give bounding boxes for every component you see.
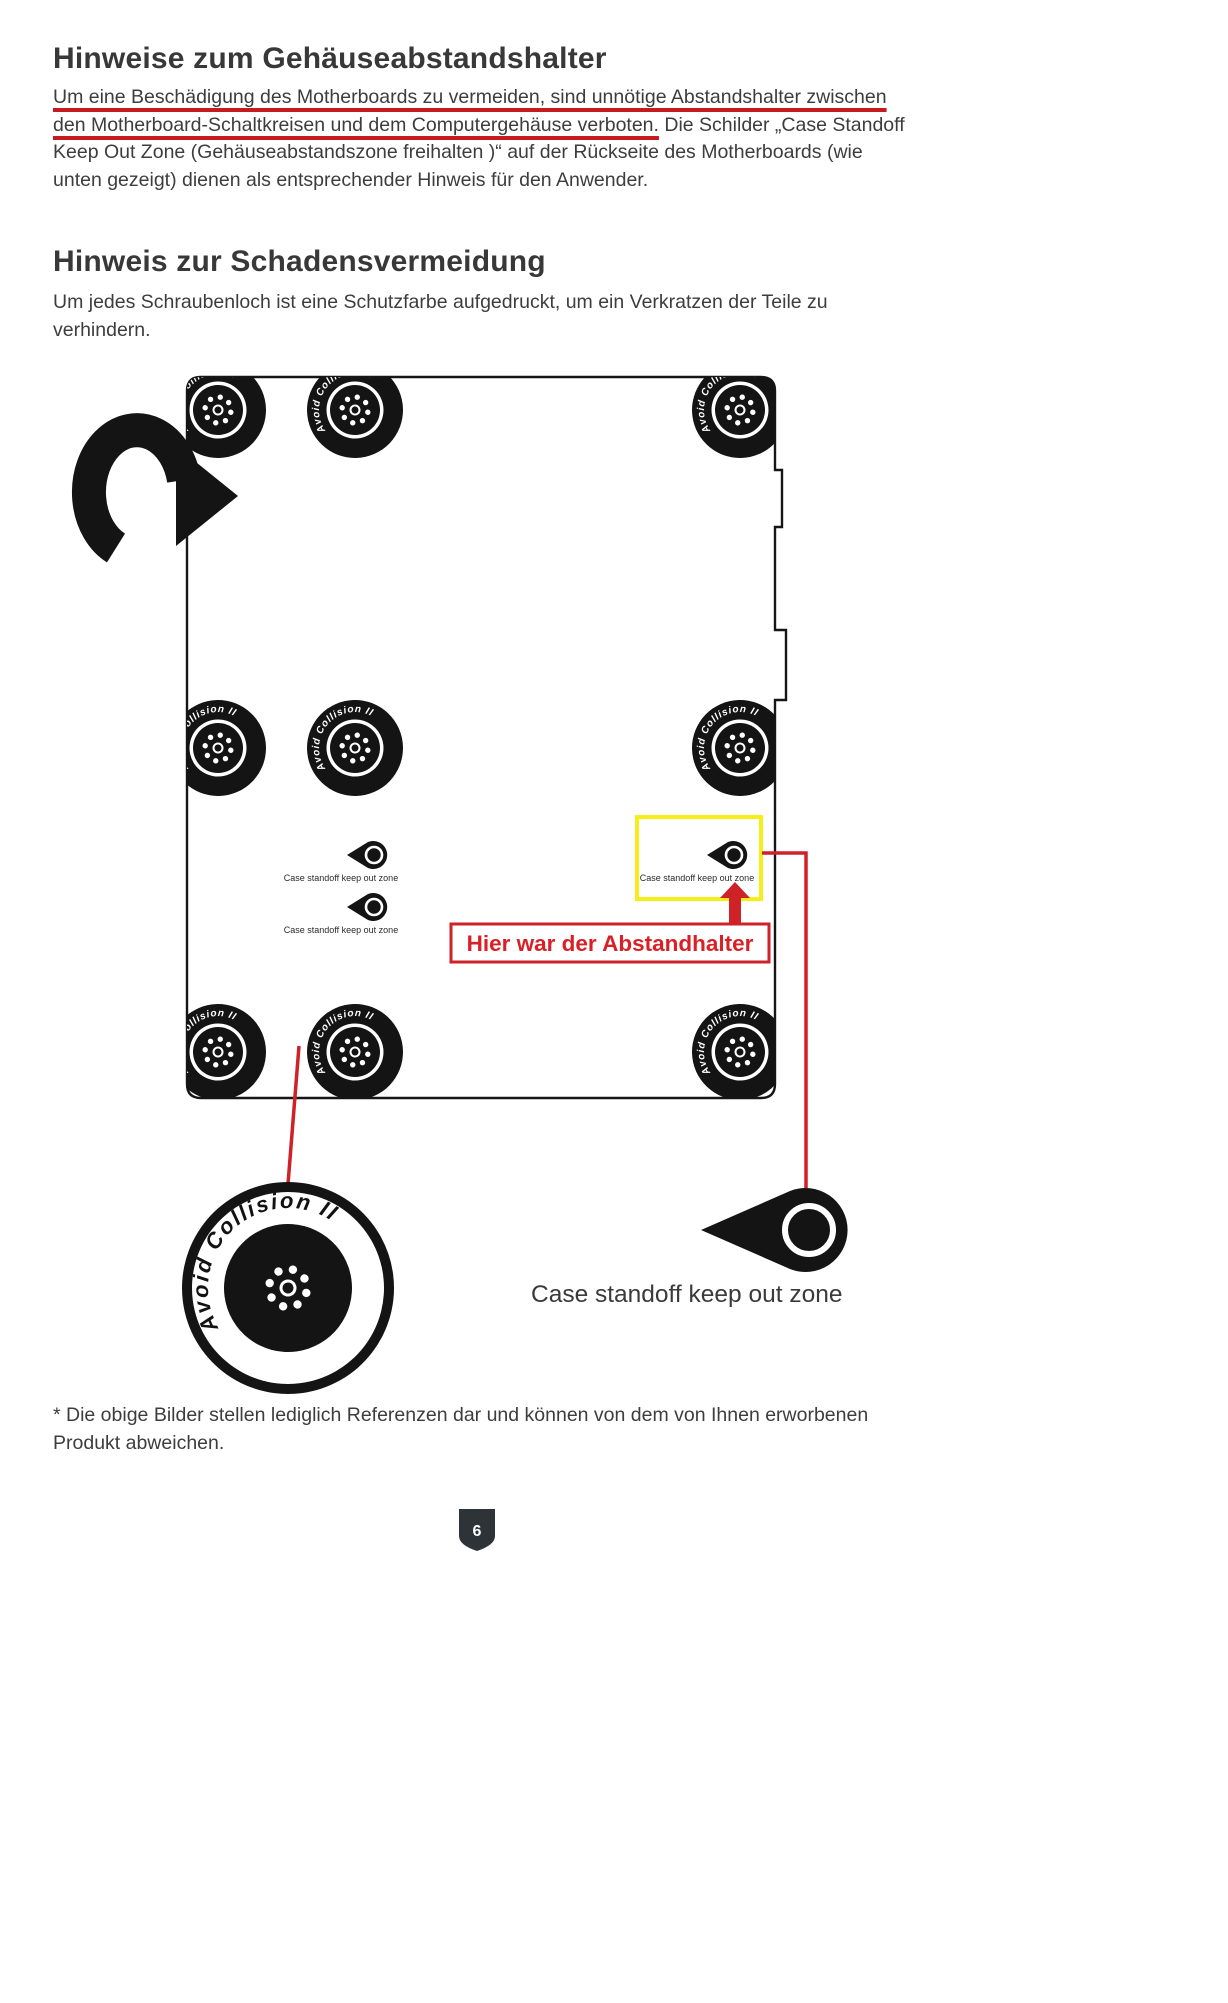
svg-text:Avoid Collision II: Avoid Collision II <box>156 690 250 775</box>
red-up-arrow <box>720 882 750 928</box>
svg-text:Avoid Collision II: Avoid Collision II <box>678 994 772 1079</box>
avoid-collision-badge: Avoid Collision II <box>156 352 286 478</box>
svg-text:Avoid Collision II: Avoid Collision II <box>156 352 250 437</box>
avoid-collision-badge: Avoid Collision II <box>156 984 286 1098</box>
avoid-collision-badge-zoom: Avoid Collision II <box>151 1157 394 1394</box>
red-connector-line <box>286 1045 301 1185</box>
avoid-collision-badge: Avoid Collision II <box>672 680 786 816</box>
keepout-label: Case standoff keep out zone <box>284 873 398 883</box>
keepout-highlight-box <box>635 815 763 901</box>
avoid-collision-badge: Avoid Collision II <box>287 680 423 816</box>
keepout-pin-icon <box>705 839 749 871</box>
avoid-collision-badge: Avoid Collision II <box>672 352 786 478</box>
svg-text:Avoid Collision II: Avoid Collision II <box>293 690 387 775</box>
warning-rest-text: Die Schilder „Case Standoff Keep Out Zon… <box>53 113 905 191</box>
callout-label: Hier war der Abstandhalter <box>467 931 754 956</box>
callout-box: Hier war der Abstandhalter <box>449 922 771 964</box>
zoom-caption: Case standoff keep out zone <box>531 1281 842 1308</box>
keepout-label: Case standoff keep out zone <box>640 873 754 883</box>
page-number-badge: 6 <box>459 1509 495 1551</box>
svg-text:Avoid Collision II: Avoid Collision II <box>293 994 387 1079</box>
badge-layer: Avoid Collision II Avoid Collision II Av… <box>156 352 786 1098</box>
svg-text:Avoid Collision II: Avoid Collision II <box>678 352 772 437</box>
svg-text:Avoid Collision II: Avoid Collision II <box>151 1157 366 1340</box>
page-number: 6 <box>473 1523 482 1540</box>
avoid-collision-badge: Avoid Collision II <box>156 680 286 816</box>
damage-paragraph: Um jedes Schraubenloch ist eine Schutzfa… <box>53 291 828 341</box>
motherboard-outline <box>185 375 788 1100</box>
svg-text:Avoid Collision II: Avoid Collision II <box>678 690 772 775</box>
heading-case-standoff: Hinweise zum Gehäuseabstandshalter <box>53 42 607 75</box>
keepout-label: Case standoff keep out zone <box>284 925 398 935</box>
avoid-collision-badge: Avoid Collision II <box>287 352 423 478</box>
heading-damage-prevention: Hinweis zur Schadensvermeidung <box>53 245 546 278</box>
footnote: * Die obige Bilder stellen lediglich Ref… <box>53 1404 869 1454</box>
svg-text:Avoid Collision II: Avoid Collision II <box>156 994 250 1079</box>
keepout-pin-icon <box>345 891 389 923</box>
keepout-pin-zoom <box>701 1188 848 1272</box>
warning-underlined-text: Um eine Beschädigung des Motherboards zu… <box>53 86 887 136</box>
keepout-pin-icon <box>345 839 389 871</box>
svg-text:Avoid Collision II: Avoid Collision II <box>293 352 387 437</box>
avoid-collision-badge: Avoid Collision II <box>672 984 786 1098</box>
flip-arrow-icon <box>71 413 238 563</box>
avoid-collision-badge: Avoid Collision II <box>287 984 423 1098</box>
red-connector-line <box>762 851 808 1188</box>
standoff-paragraph: Um eine Beschädigung des Motherboards zu… <box>53 84 905 194</box>
